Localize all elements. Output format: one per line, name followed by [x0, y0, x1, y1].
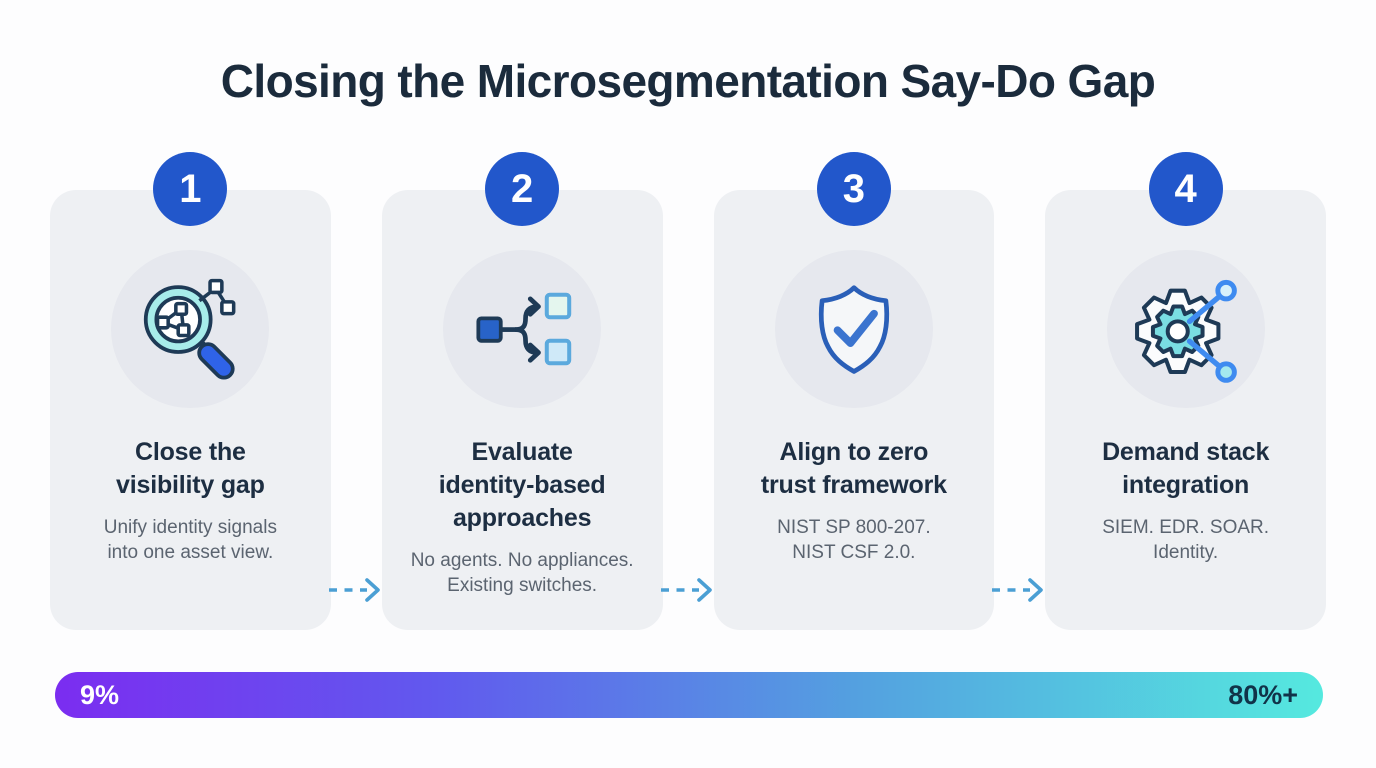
step-4-title: Demand stack integration: [1102, 438, 1270, 499]
step-2-subtitle: No agents. No appliances. Existing switc…: [410, 550, 634, 597]
step-2-number-badge: 2: [485, 152, 560, 226]
dashed-arrow-icon: [329, 578, 380, 602]
magnifier-network-icon: [144, 278, 236, 380]
step-2-icon-circle: [443, 250, 602, 408]
dashed-arrow-icon: [661, 578, 712, 602]
step-card-2: 2 Evaluate identity-based approaches No …: [381, 152, 663, 630]
step-3-subtitle: NIST SP 800-207. NIST CSF 2.0.: [777, 517, 931, 564]
step-3-icon-circle: [774, 250, 933, 408]
step-4-number-badge: 4: [1148, 152, 1223, 226]
page-title: Closing the Microsegmentation Say-Do Gap: [220, 55, 1156, 107]
step-card-4: 4 Demand stack integration SIEM. EDR. SO…: [1045, 152, 1326, 630]
dashed-arrow-icon: [992, 578, 1043, 602]
step-3-title: Align to zero trust framework: [760, 438, 947, 499]
progress-gradient-bar: 9% 80%+: [55, 672, 1323, 718]
step-4-subtitle: SIEM. EDR. SOAR. Identity.: [1102, 517, 1270, 564]
bar-end-label: 80%+: [1228, 679, 1298, 710]
step-4-icon-circle: [1106, 250, 1265, 408]
step-card-1: 1: [50, 152, 331, 630]
step-1-title: Close the visibility gap: [116, 438, 265, 499]
step-1-number-badge: 1: [153, 152, 228, 226]
step-2-title: Evaluate identity-based approaches: [438, 438, 606, 532]
bar-start-label: 9%: [80, 679, 120, 710]
steps-row: 1: [50, 152, 1326, 630]
shield-check-icon: [818, 285, 889, 374]
branch-split-icon: [476, 292, 572, 366]
step-card-3: 3 Align to zero trust framework NIST SP …: [713, 152, 995, 630]
gear-integration-icon: [1134, 279, 1237, 383]
step-1-subtitle: Unify identity signals into one asset vi…: [103, 517, 277, 564]
step-3-number-badge: 3: [816, 152, 891, 226]
step-1-icon-circle: [111, 250, 270, 408]
